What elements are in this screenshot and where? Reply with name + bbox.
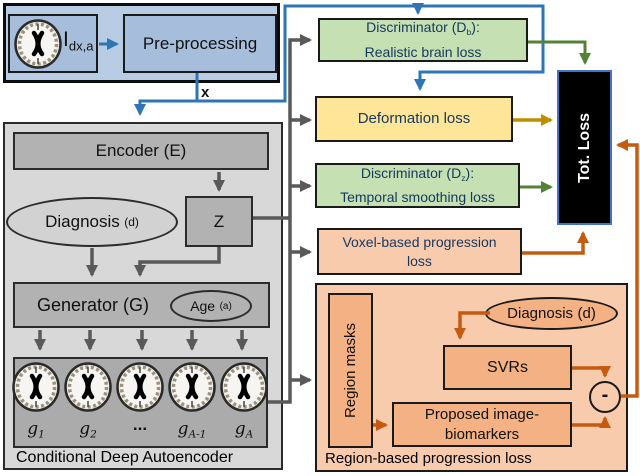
x-signal-label: x xyxy=(201,84,210,101)
latent-z-label: Z xyxy=(213,211,225,231)
minus-label: - xyxy=(601,383,609,406)
discriminator-z-post: ): xyxy=(465,164,475,181)
output-label-gA1-sub: A-1 xyxy=(188,428,207,441)
voxel-loss-line1: Voxel-based progression xyxy=(342,233,497,250)
output-label-gA: gA xyxy=(226,419,262,441)
discriminator-z-line1: Discriminator (Dz): xyxy=(340,164,495,188)
output-label-g1: g1 xyxy=(18,419,54,441)
total-loss-label: Tot. Loss xyxy=(575,112,593,183)
arrow-voxel-to-total xyxy=(522,231,589,255)
generated-brain-5 xyxy=(219,362,269,412)
discriminator-b-text: Discriminator (Db): Realistic brain loss xyxy=(365,18,482,61)
output-label-gA-sub: A xyxy=(245,428,254,441)
proposed-biomarkers-text: Proposed image- biomarkers xyxy=(425,405,539,445)
region-masks-label: Region masks xyxy=(341,322,359,419)
region-masks-box: Region masks xyxy=(328,293,373,448)
input-image-label: Idx,a xyxy=(63,28,93,54)
output-label-gA-main: g xyxy=(234,419,246,439)
discriminator-z-text: Discriminator (Dz): Temporal smoothing l… xyxy=(340,164,495,207)
output-label-g2-main: g xyxy=(79,419,91,439)
diagnosis-ellipse: Diagnosis (d) xyxy=(6,197,178,247)
output-label-ellipsis-main: ... xyxy=(132,415,148,434)
diagnosis-label: Diagnosis xyxy=(45,212,120,231)
preprocessing-box: Pre-processing xyxy=(123,14,277,73)
generated-brain-4 xyxy=(167,362,217,412)
region-diagnosis-label: Diagnosis xyxy=(507,304,574,322)
discriminator-b-box: Discriminator (Db): Realistic brain loss xyxy=(318,18,528,62)
voxel-loss-text: Voxel-based progression loss xyxy=(342,233,496,271)
age-ellipse: Age (a) xyxy=(170,290,252,322)
input-image-label-main: I xyxy=(63,28,69,51)
discriminator-z-line2: Temporal smoothing loss xyxy=(340,189,495,206)
proposed-biomarkers-box: Proposed image- biomarkers xyxy=(392,402,572,447)
proposed-biomarkers-line2: biomarkers xyxy=(444,425,520,443)
region-loss-caption: Region-based progression loss xyxy=(325,450,532,467)
svrs-label: SVRs xyxy=(487,358,528,376)
autoencoder-caption: Conditional Deep Autoencoder xyxy=(16,449,234,466)
generator-box: Generator (G) Age (a) xyxy=(13,282,270,328)
age-label: Age xyxy=(190,298,216,314)
arrow-discriminator-b-to-total xyxy=(528,40,591,65)
voxel-loss-line2: loss xyxy=(407,252,432,269)
svrs-box: SVRs xyxy=(443,345,572,390)
discriminator-z-pre: Discriminator (D xyxy=(360,164,462,181)
output-label-gA1: gA-1 xyxy=(170,419,214,441)
generated-brain-1 xyxy=(11,362,61,412)
input-brain-box: Idx,a xyxy=(8,14,98,73)
region-diagnosis-ellipse: Diagnosis (d) xyxy=(485,297,618,330)
generated-brain-2 xyxy=(63,362,113,412)
discriminator-b-pre: Discriminator (D xyxy=(366,19,467,36)
output-label-g1-sub: 1 xyxy=(38,428,45,441)
discriminator-z-sub: z xyxy=(461,173,466,184)
voxel-loss-box: Voxel-based progression loss xyxy=(317,228,522,275)
preprocessing-label: Pre-processing xyxy=(142,33,258,53)
region-diagnosis-sub-label: (d) xyxy=(577,304,596,322)
input-brain-image xyxy=(13,18,63,70)
discriminator-b-post: ): xyxy=(471,19,480,36)
input-image-label-sub: dx,a xyxy=(68,38,94,54)
encoder-label: Encoder (E) xyxy=(95,141,187,160)
output-label-g2-sub: 2 xyxy=(90,428,97,441)
deformation-loss-label: Deformation loss xyxy=(357,110,471,127)
proposed-biomarkers-line1: Proposed image- xyxy=(424,405,540,423)
output-label-g1-main: g xyxy=(27,419,39,439)
diagnosis-sub-label: (d) xyxy=(124,215,139,229)
discriminator-z-box: Discriminator (Dz): Temporal smoothing l… xyxy=(315,163,520,208)
minus-node: - xyxy=(589,381,621,413)
output-label-ellipsis: ... xyxy=(122,415,158,435)
output-label-g2: g2 xyxy=(70,419,106,441)
encoder-box: Encoder (E) xyxy=(13,132,269,170)
generated-brain-3 xyxy=(115,362,165,412)
age-sub-label: (a) xyxy=(219,300,232,312)
deformation-loss-box: Deformation loss xyxy=(315,96,513,142)
total-loss-box: Tot. Loss xyxy=(557,70,612,225)
latent-z-box: Z xyxy=(185,196,253,247)
generator-label: Generator (G) xyxy=(37,295,150,315)
discriminator-b-line1: Discriminator (Db): xyxy=(365,18,482,42)
discriminator-b-line2: Realistic brain loss xyxy=(364,43,482,60)
output-label-gA1-main: g xyxy=(177,419,189,439)
